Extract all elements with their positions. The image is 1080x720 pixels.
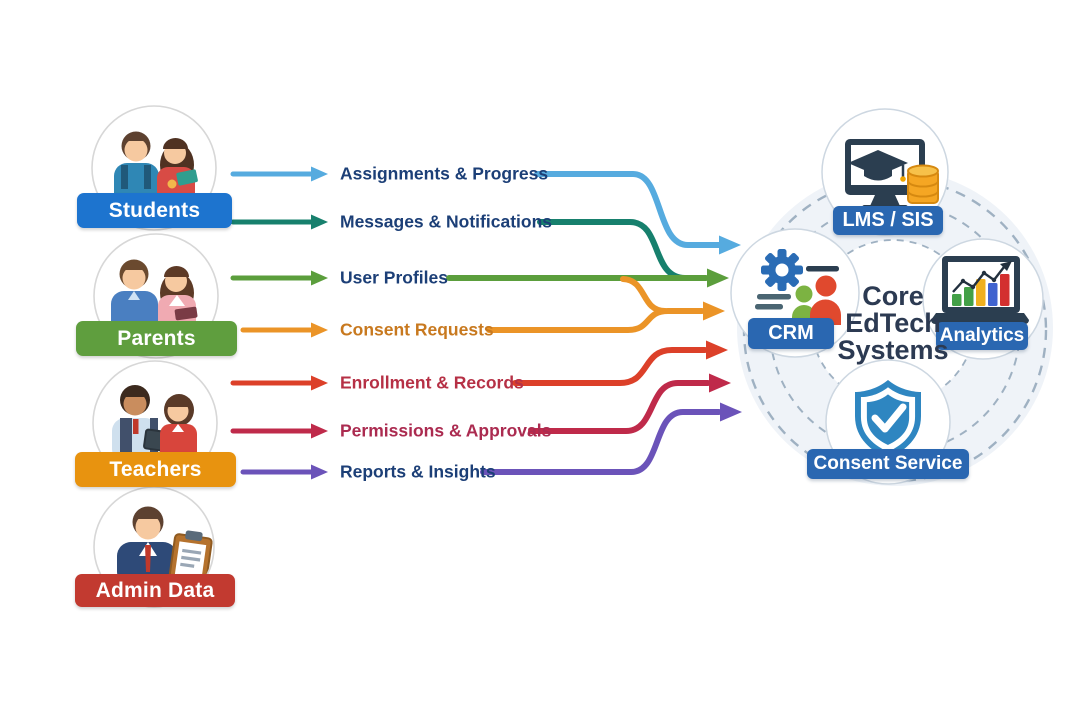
graduation-cap-icon bbox=[848, 150, 908, 176]
core-systems-title: Core EdTech Systems bbox=[818, 283, 968, 364]
database-icon bbox=[907, 164, 939, 204]
flow-line-permissions bbox=[528, 380, 711, 434]
flow-line-enrollment bbox=[512, 347, 708, 386]
core-systems-title-line3: Systems bbox=[837, 335, 949, 365]
flow-label-messages: Messages & Notifications bbox=[340, 211, 552, 232]
teachers-arrowhead-1 bbox=[311, 375, 328, 391]
students-label-box: Students bbox=[77, 193, 232, 228]
flow-arrowhead-reports bbox=[720, 402, 742, 422]
core-systems-title-line1: Core bbox=[862, 281, 924, 311]
flow-label-assignments: Assignments & Progress bbox=[340, 163, 549, 184]
students-arrowhead-2 bbox=[311, 214, 328, 230]
flow-arrowhead-consent bbox=[703, 301, 725, 321]
flow-label-enrollment: Enrollment & Records bbox=[340, 372, 524, 393]
gear-icon bbox=[761, 249, 803, 291]
analytics-laptop-icon bbox=[931, 256, 1029, 324]
flow-arrowhead-permissions bbox=[709, 373, 731, 393]
flow-arrowhead-assignments bbox=[719, 235, 741, 255]
flow-label-reports: Reports & Insights bbox=[340, 461, 496, 482]
parents-arrowhead-1 bbox=[311, 270, 328, 286]
bar-chart-icon bbox=[952, 274, 1010, 306]
teachers-label-box: Teachers bbox=[75, 452, 236, 487]
clipboard-icon bbox=[168, 530, 213, 588]
flow-label-consent-requests: Consent Requests bbox=[340, 319, 494, 340]
parents-arrowhead-2 bbox=[311, 322, 328, 338]
admin-avatar bbox=[117, 506, 213, 590]
actor-arrows bbox=[230, 166, 328, 480]
analytics-label-box: Analytics bbox=[936, 322, 1028, 350]
teachers-avatar bbox=[112, 385, 197, 462]
flow-line-assignments bbox=[534, 171, 722, 248]
students-arrowhead-1 bbox=[311, 166, 328, 182]
shield-check-icon bbox=[855, 380, 921, 459]
trend-line-icon bbox=[952, 261, 1012, 293]
flow-line-messages bbox=[537, 219, 705, 281]
flow-arrowhead-enrollment bbox=[706, 340, 728, 360]
flow-line-reports bbox=[480, 409, 722, 475]
flow-branch-consent bbox=[620, 276, 668, 314]
consent-service-label-box: Consent Service bbox=[807, 449, 969, 479]
flow-arrowhead-user-profiles bbox=[707, 268, 729, 288]
crm-label-box: CRM bbox=[748, 318, 834, 349]
flow-curves bbox=[446, 171, 742, 475]
admin-data-label-box: Admin Data bbox=[75, 574, 235, 607]
core-systems-title-line2: EdTech bbox=[845, 308, 941, 338]
lms-sis-label-box: LMS / SIS bbox=[833, 206, 943, 235]
flow-label-permissions: Permissions & Approvals bbox=[340, 420, 552, 441]
flow-label-user-profiles: User Profiles bbox=[340, 267, 448, 288]
flow-line-consent bbox=[486, 308, 705, 333]
parents-label-box: Parents bbox=[76, 321, 237, 356]
teachers-arrowhead-3 bbox=[311, 464, 328, 480]
teachers-arrowhead-2 bbox=[311, 423, 328, 439]
